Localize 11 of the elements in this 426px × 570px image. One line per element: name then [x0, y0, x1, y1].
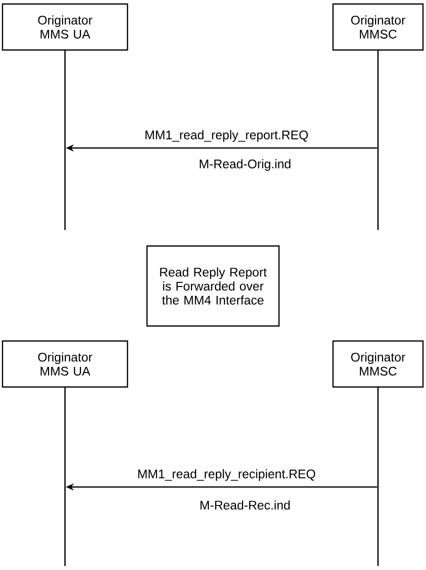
entity-box: Originator MMSC [332, 3, 424, 51]
entity-box: Originator MMSC [332, 340, 424, 388]
message-box: Read Reply Report is Forwarded over the MM4 Interface [146, 245, 280, 327]
entity-box: Originator MMS UA [2, 3, 128, 51]
message-label: M-Read-Orig.ind [200, 159, 290, 171]
message-label: M-Read-Rec.ind [200, 500, 290, 510]
entity-box: Originator MMS UA [2, 340, 128, 388]
edge-label: MM1_read_reply_report.REQ [146, 130, 308, 142]
edge-label: MM1_read_reply_recipient.REQ [138, 469, 316, 481]
lifeline [377, 387, 379, 566]
lifeline [377, 50, 379, 230]
